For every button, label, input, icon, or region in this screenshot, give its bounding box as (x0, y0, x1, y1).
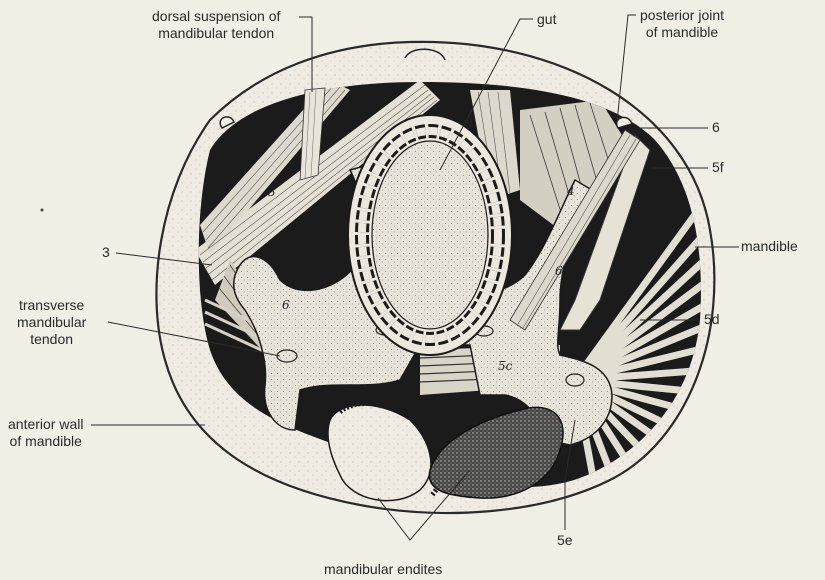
label-mandible: mandible (741, 238, 798, 255)
label-6: 6 (712, 119, 720, 136)
mark-3: 3 (268, 185, 276, 199)
label-gut: gut (537, 11, 556, 28)
mark-6-right: 6 (555, 264, 563, 278)
label-3: 3 (102, 244, 110, 261)
label-anterior-wall: anterior wall of mandible (8, 416, 83, 450)
label-mandibular-endites: mandibular endites (324, 561, 442, 578)
mark-4: 4 (566, 184, 575, 198)
label-posterior-joint: posterior joint of mandible (640, 7, 724, 41)
label-5d: 5d (704, 311, 720, 328)
label-5f: 5f (712, 159, 724, 176)
label-dorsal-suspension: dorsal suspension of mandibular tendon (152, 8, 280, 42)
stray-dot (41, 209, 44, 212)
label-5e: 5e (557, 532, 573, 549)
gut (348, 115, 512, 355)
label-transverse-tendon: transverse mandibular tendon (17, 297, 86, 348)
mark-6-left: 6 (282, 298, 290, 312)
mark-5c: 5c (498, 359, 513, 373)
